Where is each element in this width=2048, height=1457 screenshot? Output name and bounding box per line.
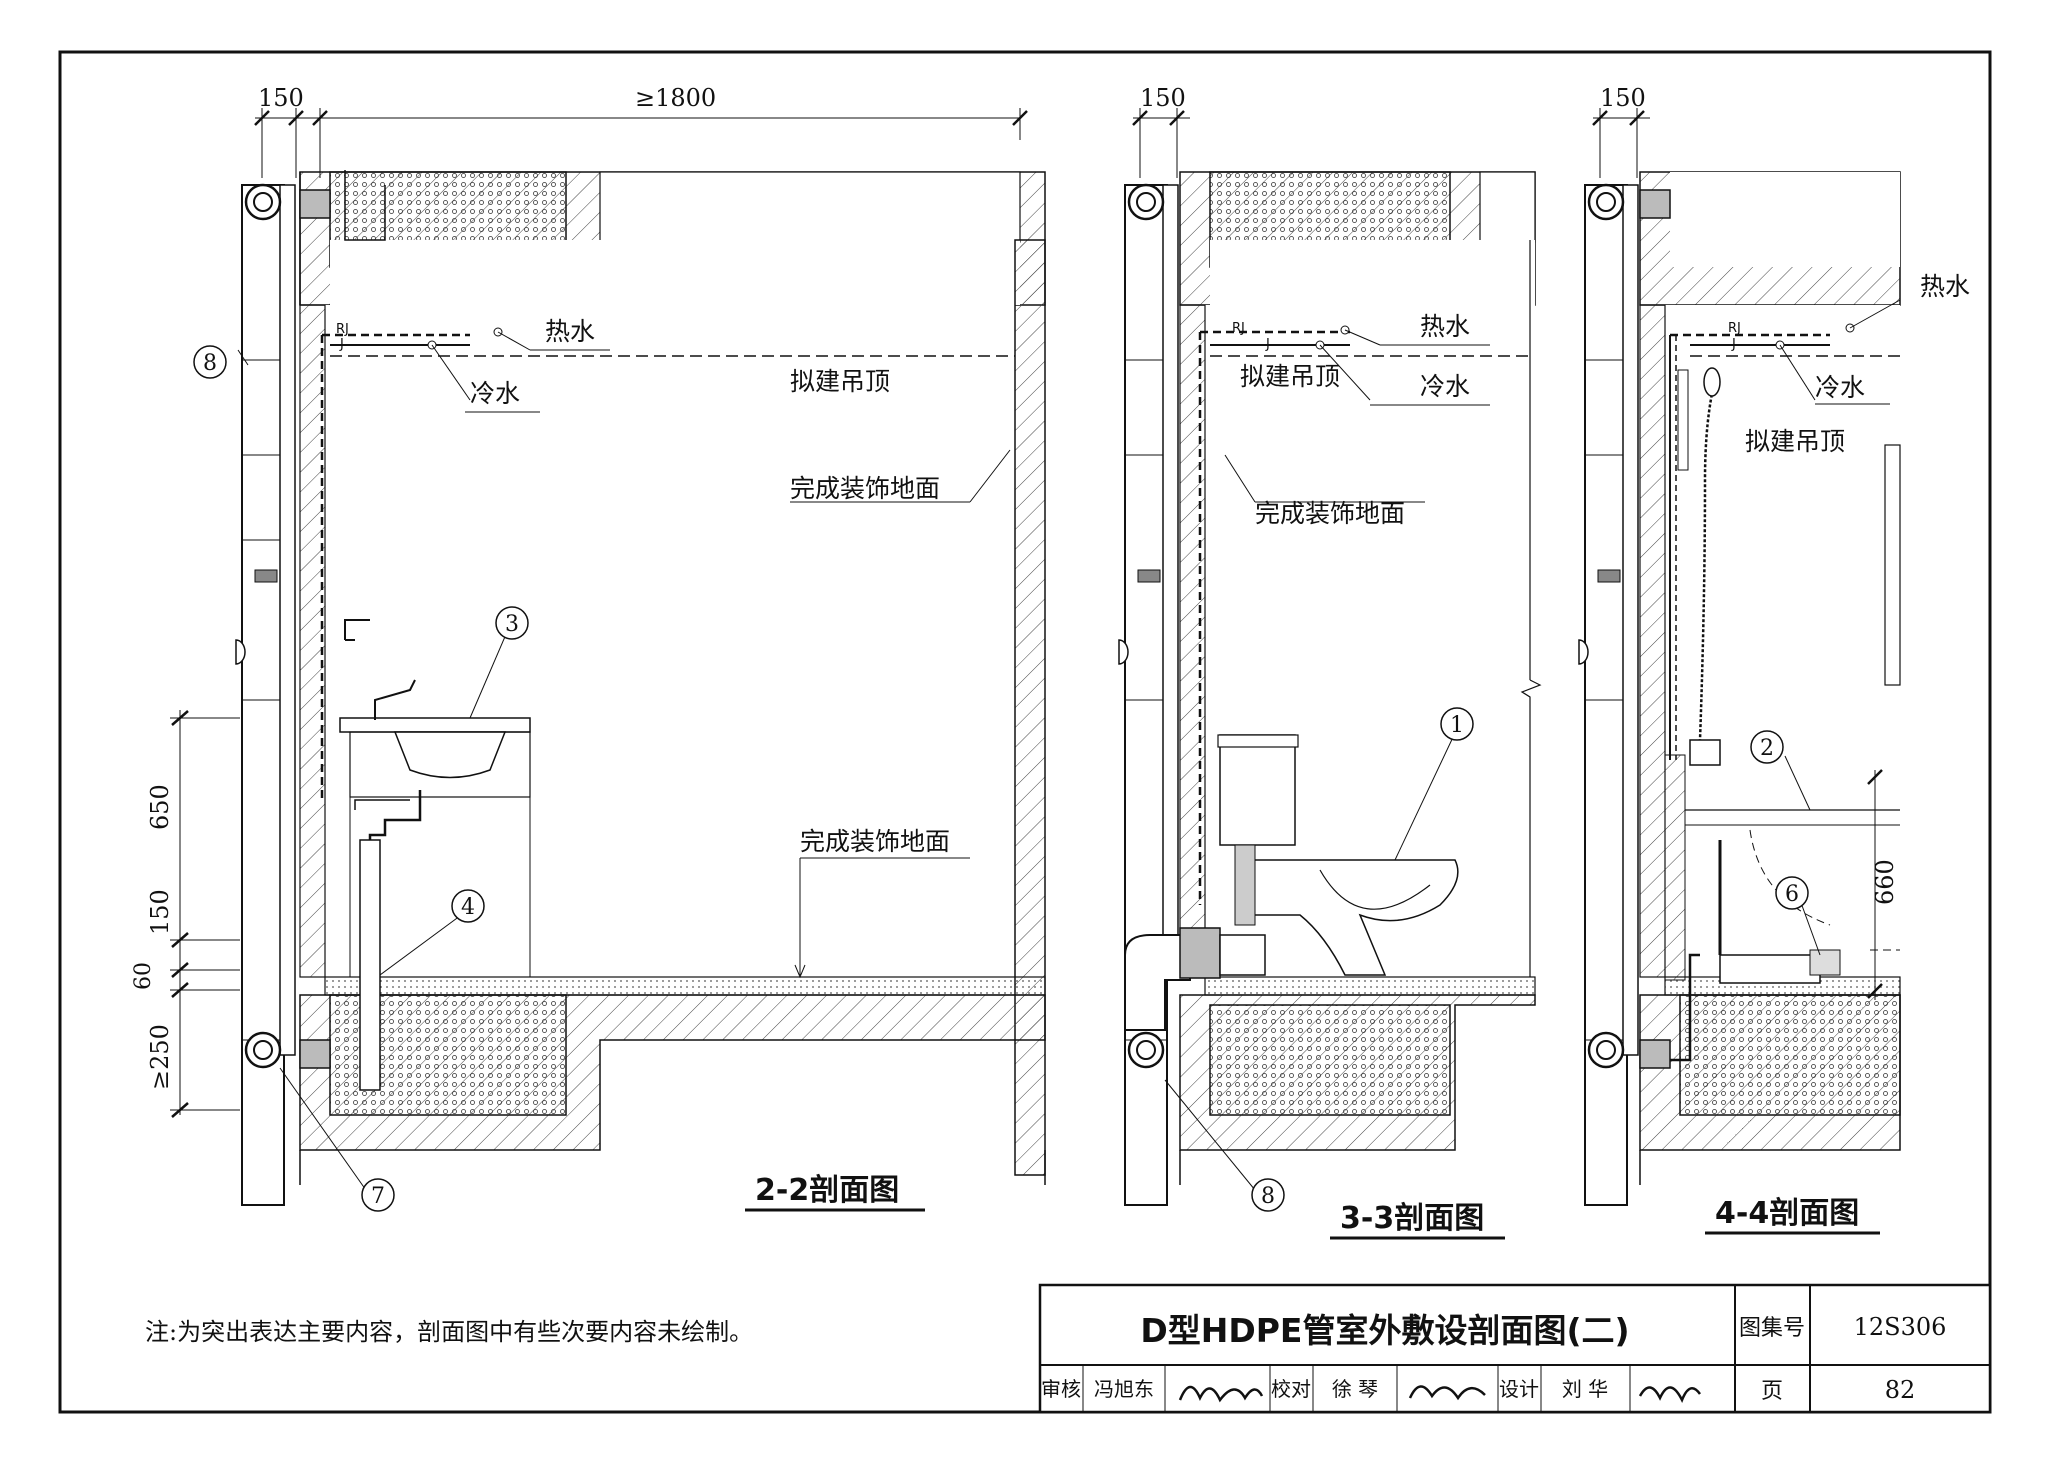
page-label: 页 [1761, 1379, 1783, 1404]
page-number: 82 [1885, 1376, 1916, 1404]
signature-check [1408, 1385, 1486, 1401]
section-title-2-2: 2-2剖面图 [755, 1173, 899, 1208]
callout-6: 6 [1775, 876, 1809, 910]
dim-1800: ≥1800 [635, 84, 716, 112]
svg-text:2: 2 [1760, 736, 1774, 761]
section-title-3-3: 3-3剖面图 [1340, 1201, 1484, 1236]
review-name: 冯旭东 [1094, 1377, 1154, 1401]
footnote: 注:为突出表达主要内容，剖面图中有些次要内容未绘制。 [145, 1318, 753, 1346]
review-label: 审核 [1041, 1377, 1081, 1401]
label-ceiling-22: 拟建吊顶 [790, 367, 890, 396]
signature-design [1638, 1386, 1702, 1404]
section-2-2 [235, 170, 1046, 1206]
dim-60: 60 [131, 962, 156, 990]
callout-2: 2 [1750, 730, 1784, 764]
check-name: 徐 琴 [1332, 1377, 1378, 1401]
drawing-title: D型HDPE管室外敷设剖面图(二) [1140, 1311, 1629, 1350]
sheet-border [58, 50, 1992, 1414]
label-cold-water-44: 冷水 [1815, 373, 1865, 402]
label-cold-water-22: 冷水 [470, 379, 520, 408]
callout-3: 3 [495, 606, 529, 640]
atlas-label: 图集号 [1739, 1316, 1805, 1341]
dim-650: 650 [146, 784, 174, 830]
section-4-4 [1578, 171, 1901, 1206]
callout-7: 7 [361, 1178, 395, 1212]
atlas-number: 12S306 [1854, 1313, 1947, 1341]
dim-150-c: 150 [1600, 84, 1646, 112]
callout-4: 4 [451, 889, 485, 923]
code-rj-22: RJ [336, 322, 349, 337]
section-title-4-4: 4-4剖面图 [1715, 1196, 1859, 1231]
design-label: 设计 [1499, 1377, 1539, 1401]
svg-text:8: 8 [203, 351, 217, 376]
label-cold-water-33: 冷水 [1420, 372, 1470, 401]
svg-text:1: 1 [1450, 713, 1464, 738]
callout-1: 1 [1440, 707, 1474, 741]
label-hot-water-33: 热水 [1420, 312, 1470, 341]
svg-text:7: 7 [371, 1184, 385, 1209]
dim-250: ≥250 [146, 1024, 174, 1090]
svg-text:8: 8 [1261, 1184, 1275, 1209]
label-floor-finish-33: 完成装饰地面 [1255, 499, 1405, 528]
dim-150-v: 150 [146, 889, 174, 935]
label-hot-water-22: 热水 [545, 317, 595, 346]
code-rj-44: RJ [1728, 321, 1741, 336]
check-label: 校对 [1271, 1377, 1311, 1401]
svg-text:6: 6 [1785, 882, 1799, 907]
code-j-33: J [1265, 337, 1270, 352]
svg-text:4: 4 [461, 895, 475, 920]
label-hot-water-44: 热水 [1920, 272, 1970, 301]
label-ceiling-44: 拟建吊顶 [1745, 427, 1845, 456]
signature-review [1178, 1385, 1264, 1403]
callout-8-b: 8 [1251, 1178, 1285, 1212]
dim-150-b: 150 [1140, 84, 1186, 112]
code-j-22: J [339, 337, 344, 352]
svg-text:3: 3 [505, 612, 519, 637]
code-j-44: J [1731, 337, 1736, 352]
label-ceiling-33: 拟建吊顶 [1240, 362, 1340, 391]
label-floor-finish-22a: 完成装饰地面 [790, 474, 940, 503]
title-block [1038, 1283, 1992, 1414]
section-3-3 [1118, 171, 1542, 1206]
dimensions [170, 108, 1883, 1118]
dim-150-a: 150 [258, 84, 304, 112]
design-name: 刘 华 [1562, 1377, 1608, 1401]
callout-8-a: 8 [193, 345, 227, 379]
code-rj-33: RJ [1232, 321, 1245, 336]
dim-660: 660 [1871, 859, 1899, 905]
label-floor-finish-22b: 完成装饰地面 [800, 827, 950, 856]
